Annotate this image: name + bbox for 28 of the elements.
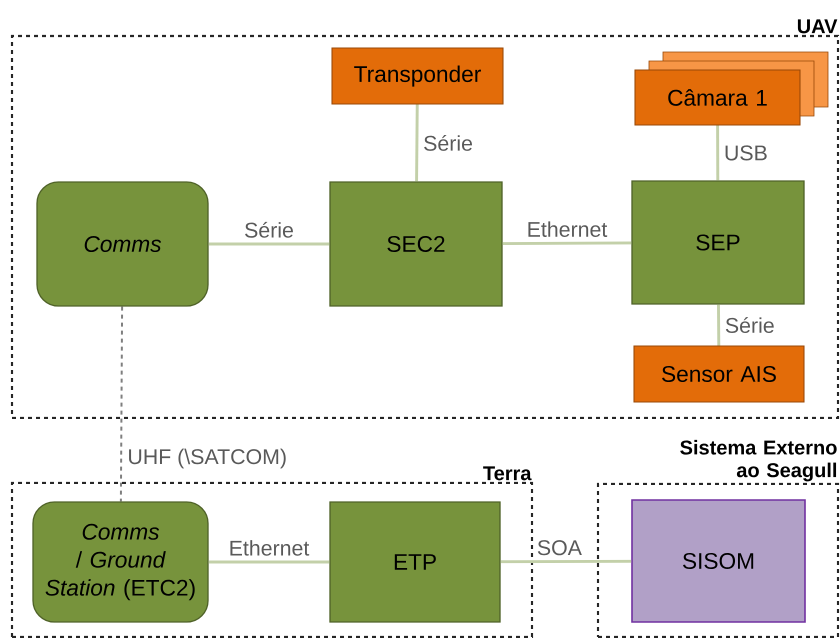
node-label: Terra (483, 466, 532, 480)
connector-line (716, 126, 720, 180)
connector-line (717, 304, 720, 346)
edge-label: Ethernet (524, 219, 610, 239)
edge-label: Série (421, 132, 475, 153)
edge-label: Ethernet (226, 538, 312, 558)
process-box: SEC2 (329, 181, 503, 307)
process-box: Comms (36, 181, 209, 307)
edge-label: USB (722, 143, 770, 162)
device-box: Transponder (331, 47, 504, 105)
process-box: SEP (631, 180, 805, 305)
device-box: Sensor AIS (633, 345, 805, 403)
connector-line (502, 241, 632, 246)
node-label: UAV (798, 19, 838, 34)
edge-label: Série (722, 315, 777, 336)
process-box: ETP (329, 501, 501, 623)
connector-line (208, 242, 330, 246)
edge-label: Série (242, 220, 296, 240)
connector-line (500, 560, 632, 564)
camera-stack: Câmara 1 (634, 52, 828, 126)
connector-line (120, 306, 124, 502)
connector-line (415, 104, 419, 182)
connector-line (208, 560, 330, 564)
system-box: SISOM (631, 499, 806, 623)
process-box: Comms / Ground Station (ETC2) (32, 501, 209, 623)
edge-label: SOA (534, 538, 584, 558)
node-label: Sistema Externo ao Seagull (680, 440, 837, 482)
edge-label: UHF (\SATCOM) (125, 446, 289, 470)
